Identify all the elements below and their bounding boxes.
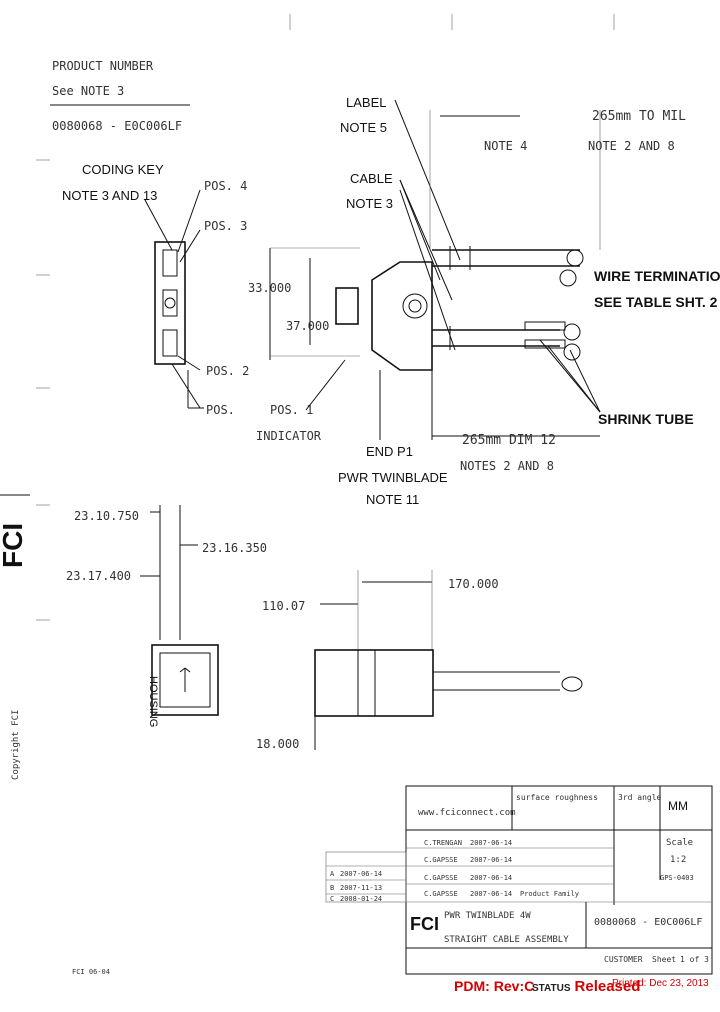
pos3-label: POS. 3 <box>204 219 247 233</box>
dim-23-16: 23.16.350 <box>202 541 267 555</box>
status-label: STATUS <box>532 983 571 994</box>
note4-label: NOTE 4 <box>484 139 527 153</box>
pdm-label: PDM: <box>454 978 490 994</box>
drawing-number: 0080068 - E0C006LF <box>594 917 702 928</box>
label-callout: LABEL <box>346 95 386 110</box>
header-block: PRODUCT NUMBER See NOTE 3 0080068 - E0C0… <box>50 59 190 133</box>
status-value: Released <box>574 978 641 995</box>
revision-a-date: 2007-06-14 <box>340 870 382 878</box>
signoff-date-4: 2007-06-14 <box>470 890 512 898</box>
sheet-value: 1 of 3 <box>680 955 709 964</box>
cable-callout: CABLE <box>350 171 393 186</box>
signoff-date-3: 2007-06-14 <box>470 874 512 882</box>
status-block: STATUS Released <box>532 978 640 1004</box>
shrink-tube-label: SHRINK TUBE <box>598 411 694 427</box>
signoff-date-2: 2007-06-14 <box>470 856 512 864</box>
signoff-name-3: C.GAPSSE <box>424 874 458 882</box>
pos-label: POS. <box>206 403 235 417</box>
revision-c-date: 2008-01-24 <box>340 895 382 903</box>
third-angle-text: 3rd angle <box>618 793 662 802</box>
dim-110: 110.07 <box>262 599 305 613</box>
dim-23-17: 23.17.400 <box>66 569 131 583</box>
signoff-name-1: C.TRENGAN <box>424 839 462 847</box>
dim-37: 37.000 <box>286 319 329 333</box>
printed-date: Printed: Dec 23, 2013 <box>612 978 709 1004</box>
pos1-label: POS. 1 <box>270 403 313 417</box>
cable-note: NOTE 3 <box>346 196 393 211</box>
title-block: www.fciconnect.com surface roughness 3rd… <box>325 785 713 975</box>
signoff-table: C.TRENGAN 2007-06-14 C.GAPSSE 2007-06-14… <box>406 839 712 903</box>
dim-170: 170.000 <box>448 577 499 591</box>
pos1-indicator-label: INDICATOR <box>256 429 322 443</box>
drawing-title-line1: PWR TWINBLADE 4W <box>444 911 531 921</box>
revision-b: B <box>330 884 334 892</box>
bottom-left-code: FCI 06-04 <box>72 968 110 976</box>
wire-termination-note: SEE TABLE SHT. 2 <box>594 294 718 310</box>
wire-termination-label: WIRE TERMINATION <box>594 268 720 284</box>
scale-value: 1:2 <box>670 855 686 865</box>
length-top-note: NOTE 2 AND 8 <box>588 139 675 153</box>
side-logo-area: FCI Copyright FCI <box>0 494 30 780</box>
side-view: 110.07 170.000 18.000 <box>256 570 583 751</box>
length-bottom-label: 265mm DIM 12 <box>462 433 556 448</box>
revision-c: C <box>330 895 334 903</box>
length-top-label: 265mm TO MIL <box>592 109 686 124</box>
length-bottom-note: NOTES 2 AND 8 <box>460 459 554 473</box>
end-view: 23.10.750 23.16.350 23.17.400 HOUSING <box>66 505 267 727</box>
doc-number: GPS-0403 <box>660 874 694 882</box>
coding-key-label: CODING KEY <box>82 162 164 177</box>
dim-18: 18.000 <box>256 737 299 751</box>
product-family-label: Product Family <box>520 890 579 898</box>
product-number-label: PRODUCT NUMBER <box>52 59 154 73</box>
connector-face-view: CODING KEY NOTE 3 AND 13 POS. 4 POS. 3 P… <box>62 162 249 417</box>
dim-23-10: 23.10.750 <box>74 509 139 523</box>
coding-key-note: NOTE 3 AND 13 <box>62 188 157 203</box>
end-p1-note: NOTE 11 <box>366 492 419 507</box>
company-url: www.fciconnect.com <box>418 808 516 818</box>
header-part-number: 0080068 - E0C006LF <box>52 119 182 133</box>
drawing-title-line2: STRAIGHT CABLE ASSEMBLY <box>444 935 569 945</box>
units-label: MM <box>668 799 688 813</box>
revision-a: A <box>330 870 335 878</box>
customer-label: CUSTOMER <box>604 955 643 964</box>
top-view-dimensions: 33.000 37.000 POS. 1 INDICATOR <box>248 247 360 443</box>
sheet-label: Sheet <box>652 955 676 964</box>
end-p1-type: PWR TWINBLADE <box>338 470 448 485</box>
signoff-name-4: C.GAPSSE <box>424 890 458 898</box>
pos4-label: POS. 4 <box>204 179 247 193</box>
scale-label: Scale <box>666 838 693 848</box>
pos2-label: POS. 2 <box>206 364 249 378</box>
fci-title-logo: FCI <box>410 914 439 934</box>
frame-marks <box>36 14 615 621</box>
rev-label: Rev:C <box>493 978 535 994</box>
copyright-text: Copyright FCI <box>11 710 21 780</box>
label-note: NOTE 5 <box>340 120 387 135</box>
revision-b-date: 2007-11-13 <box>340 884 382 892</box>
pdm-status: PDM: Rev:C <box>454 978 534 1004</box>
cable-top-view: LABEL NOTE 5 CABLE NOTE 3 NOTE 4 265mm T… <box>335 95 720 507</box>
see-note-label: See NOTE 3 <box>52 84 124 98</box>
signoff-date-1: 2007-06-14 <box>470 839 512 847</box>
end-p1-label: END P1 <box>366 444 413 459</box>
revision-table: A 2007-06-14 B 2007-11-13 C 2008-01-24 <box>325 851 407 903</box>
signoff-name-2: C.GAPSSE <box>424 856 458 864</box>
dim-33: 33.000 <box>248 281 291 295</box>
tolerance-text: surface roughness <box>516 793 598 802</box>
fci-side-logo: FCI <box>0 523 28 568</box>
end-view-housing-text: HOUSING <box>147 676 159 727</box>
printed-date-text: Printed: Dec 23, 2013 <box>612 978 709 989</box>
